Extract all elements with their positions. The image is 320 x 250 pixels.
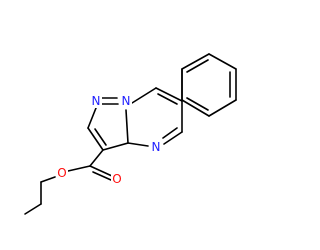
atom-n-bridge: N xyxy=(120,94,132,108)
bond-carbonyl-oester xyxy=(67,165,91,172)
bond-c7-c6 xyxy=(155,87,183,102)
bond-c3-carbonyl xyxy=(89,149,104,167)
bond-ph-1-inner xyxy=(186,59,209,73)
atom-labels: N N N O O xyxy=(56,94,162,186)
bond-ph-1 xyxy=(181,53,210,70)
atom-n-bridge-label: N xyxy=(122,94,131,108)
bond-carbonyl-o xyxy=(89,165,113,177)
atom-o-ester: O xyxy=(56,166,68,180)
bond-carbonyl-o-inner xyxy=(92,171,112,181)
bond-ph-5-inner xyxy=(186,97,209,111)
bond-oester-ch2 xyxy=(40,176,56,183)
bond-n2-c3 xyxy=(87,107,97,129)
bond-c3a-n4-bridge xyxy=(102,142,129,151)
bond-ph-2 xyxy=(208,53,237,70)
atom-o-carbonyl-label: O xyxy=(112,172,121,186)
bonds xyxy=(24,53,237,215)
atom-n-pyrazole: N xyxy=(90,94,102,108)
atom-n-pyrimidine: N xyxy=(150,140,162,154)
bond-c5-n4 xyxy=(163,131,183,145)
bond-ph-4 xyxy=(208,99,237,117)
atom-o-ester-label: O xyxy=(57,166,66,180)
bond-c7-c6-inner xyxy=(157,93,178,105)
atom-o-carbonyl: O xyxy=(111,172,123,186)
bond-n4-c3a xyxy=(127,142,149,147)
atom-n-pyrimidine-label: N xyxy=(152,140,161,154)
structure-canvas: N N N O O xyxy=(24,53,237,215)
bond-ph-5 xyxy=(181,99,210,117)
bond-c3-c3a-inner xyxy=(94,128,107,146)
bond-bridge-c7 xyxy=(131,87,157,104)
bond-c3-c3a xyxy=(87,127,104,151)
bond-ch3 xyxy=(24,203,42,215)
atom-n-pyrazole-label: N xyxy=(92,94,101,108)
bond-c3a-bridge-n xyxy=(125,109,129,144)
bond-c5-n4-inner xyxy=(162,127,178,139)
molecule-diagram: N N N O O xyxy=(24,53,237,215)
